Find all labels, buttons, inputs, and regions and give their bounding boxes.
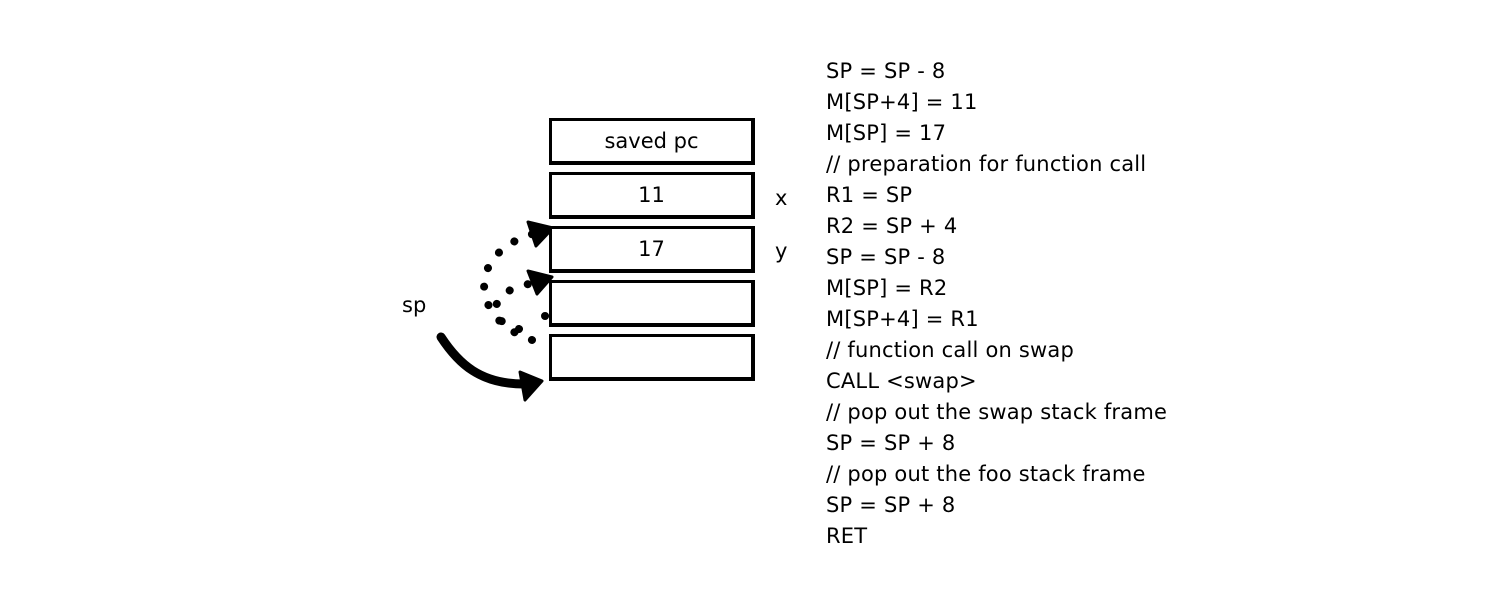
label-x: x [775, 186, 788, 210]
sp-label: sp [402, 293, 427, 317]
code-line: R1 = SP [826, 183, 913, 207]
stack-slot-empty-2 [549, 334, 755, 381]
stack-slot-y: 17 [549, 226, 755, 273]
stack-slot-empty-1 [549, 280, 755, 327]
code-line: SP = SP + 8 [826, 493, 956, 517]
code-line: R2 = SP + 4 [826, 214, 958, 238]
code-line: SP = SP + 8 [826, 431, 956, 455]
code-line: CALL <swap> [826, 369, 977, 393]
stack-slot-saved-pc: saved pc [549, 118, 755, 165]
code-line: SP = SP - 8 [826, 59, 946, 83]
code-comment: // pop out the swap stack frame [826, 400, 1168, 424]
code-line: SP = SP - 8 [826, 245, 946, 269]
code-comment: // function call on swap [826, 338, 1074, 362]
code-line: M[SP] = R2 [826, 276, 948, 300]
sp-dotted-arrowhead-11 [526, 220, 555, 248]
stack-slot-value: 17 [638, 237, 665, 261]
code-line: M[SP] = 17 [826, 121, 947, 145]
code-line: M[SP+4] = 11 [826, 90, 978, 114]
code-line: RET [826, 524, 868, 548]
code-comment: // pop out the foo stack frame [826, 462, 1146, 486]
stack-slot-x: 11 [549, 172, 755, 219]
sp-dotted-arrowhead-17 [526, 269, 554, 296]
sp-dotted-arrow-to-17 [491, 279, 540, 333]
label-y: y [775, 239, 788, 263]
stack-slot-value: saved pc [604, 129, 699, 153]
code-line: M[SP+4] = R1 [826, 307, 979, 331]
stack-slot-value: 11 [638, 183, 665, 207]
sp-solid-arrow [436, 332, 532, 389]
sp-solid-arrowhead [518, 370, 544, 402]
code-comment: // preparation for function call [826, 152, 1147, 176]
assembly-code-listing: SP = SP - 8 M[SP+4] = 11 M[SP] = 17 // p… [826, 56, 1167, 552]
sp-dotted-arrow-to-11 [480, 229, 540, 344]
